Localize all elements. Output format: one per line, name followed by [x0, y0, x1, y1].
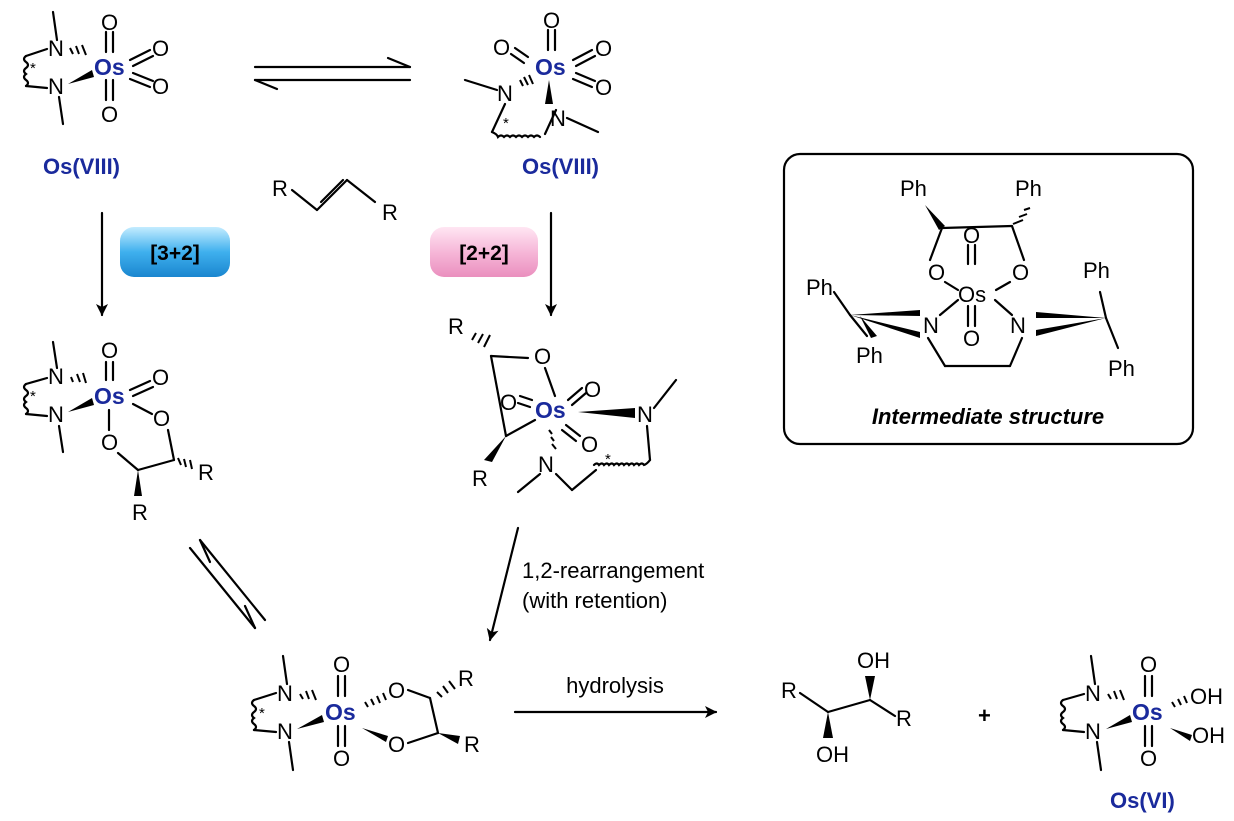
cycloaddition-22-text: [2+2] — [459, 242, 509, 265]
oxygen-atom: O — [152, 365, 169, 390]
phenyl-group: Ph — [1108, 356, 1135, 381]
nitrogen-atom: N — [637, 402, 653, 427]
osmium-atom: Os — [535, 54, 566, 80]
oxygen-atom: O — [1140, 652, 1157, 677]
rearrangement-label-line2: (with retention) — [522, 588, 668, 613]
nitrogen-atom: N — [1085, 719, 1101, 744]
osmium-atom: Os — [535, 397, 566, 423]
r-group: R — [448, 314, 464, 339]
oxygen-atom: O — [1140, 746, 1157, 771]
oxygen-atom: O — [500, 390, 517, 415]
diol-product: R R OH OH — [781, 648, 912, 767]
nitrogen-atom: N — [550, 106, 566, 131]
os-vi-label: Os(VI) — [1110, 788, 1175, 813]
r-group: R — [472, 466, 488, 491]
oxygen-atom: O — [101, 338, 118, 363]
stereo-star: * — [503, 115, 509, 132]
hydroxyl-group: OH — [1192, 723, 1225, 748]
oxygen-atom: O — [101, 102, 118, 127]
stereo-star: * — [30, 60, 36, 77]
hydroxyl-group: OH — [857, 648, 890, 673]
oxygen-atom: O — [333, 652, 350, 677]
phenyl-group: Ph — [900, 176, 927, 201]
nitrogen-atom: N — [48, 36, 64, 61]
oxygen-atom: O — [333, 746, 350, 771]
stereo-star: * — [30, 388, 36, 405]
osvi-complex: N N Os O O OH OH — [1059, 652, 1225, 772]
r-group: R — [198, 460, 214, 485]
oxygen-atom: O — [1012, 260, 1029, 285]
nitrogen-atom: N — [48, 402, 64, 427]
nitrogen-atom: N — [1085, 681, 1101, 706]
oxygen-atom: O — [388, 732, 405, 757]
phenyl-group: Ph — [806, 275, 833, 300]
r-group: R — [272, 176, 288, 201]
nitrogen-atom: N — [538, 452, 554, 477]
nitrogen-atom: N — [1010, 313, 1026, 338]
rearrangement-label-line1: 1,2-rearrangement — [522, 558, 704, 583]
osmium-atom: Os — [958, 282, 986, 307]
nitrogen-atom: N — [48, 364, 64, 389]
osmium-atom: Os — [94, 383, 125, 409]
phenyl-group: Ph — [856, 343, 883, 368]
osmaoxetane-22: R O Os O O O N * N R — [448, 314, 678, 494]
os-viii-label-right: Os(VIII) — [522, 154, 599, 179]
r-group: R — [896, 706, 912, 731]
osviii-complex-right: Os O O O O N * N — [463, 8, 612, 140]
oxygen-atom: O — [101, 430, 118, 455]
oxygen-atom: O — [101, 10, 118, 35]
cycloaddition-22-badge: [2+2] — [430, 227, 538, 277]
cycloaddition-32-badge: [3+2] — [120, 227, 230, 277]
osviii-complex-left: * N N Os O O O O — [22, 10, 169, 127]
plus-sign: + — [978, 703, 991, 728]
r-group: R — [458, 666, 474, 691]
phenyl-group: Ph — [1015, 176, 1042, 201]
hydroxyl-group: OH — [816, 742, 849, 767]
phenyl-group: Ph — [1083, 258, 1110, 283]
osmate-ester-final: * N N Os O O O O R R — [250, 652, 480, 772]
equilibrium-arrows-diagonal — [188, 538, 267, 630]
oxygen-atom: O — [534, 344, 551, 369]
equilibrium-arrows-top — [253, 56, 412, 91]
hydroxyl-group: OH — [1190, 684, 1223, 709]
os-viii-label-left: Os(VIII) — [43, 154, 120, 179]
oxygen-atom: O — [581, 432, 598, 457]
osmium-atom: Os — [94, 54, 125, 80]
oxygen-atom: O — [963, 223, 980, 248]
oxygen-atom: O — [595, 75, 612, 100]
nitrogen-atom: N — [277, 719, 293, 744]
nitrogen-atom: N — [48, 74, 64, 99]
stereo-star: * — [605, 451, 611, 468]
oxygen-atom: O — [928, 260, 945, 285]
r-group: R — [132, 500, 148, 525]
osmium-atom: Os — [325, 699, 356, 725]
oxygen-atom: O — [584, 377, 601, 402]
oxygen-atom: O — [388, 678, 405, 703]
stereo-star: * — [259, 705, 265, 722]
hydrolysis-label: hydrolysis — [566, 673, 664, 698]
r-group: R — [382, 200, 398, 225]
r-group: R — [464, 732, 480, 757]
osmium-atom: Os — [1132, 699, 1163, 725]
intermediate-structure-box: Ph Ph O O O Os O N N Ph Ph Ph — [782, 152, 1195, 446]
cycloaddition-32-text: [3+2] — [150, 242, 200, 265]
intermediate-caption: Intermediate structure — [872, 404, 1104, 429]
nitrogen-atom: N — [923, 313, 939, 338]
rearrangement-arrow — [486, 526, 520, 642]
osmate-ester-32: * N N Os O O O O R R — [22, 338, 214, 525]
r-group: R — [781, 678, 797, 703]
nitrogen-atom: N — [497, 81, 513, 106]
oxygen-atom: O — [152, 74, 169, 99]
oxygen-atom: O — [963, 326, 980, 351]
alkene-substrate: R R — [272, 176, 398, 225]
oxygen-atom: O — [595, 36, 612, 61]
oxygen-atom: O — [153, 406, 170, 431]
nitrogen-atom: N — [277, 681, 293, 706]
oxygen-atom: O — [543, 8, 560, 33]
oxygen-atom: O — [493, 35, 510, 60]
oxygen-atom: O — [152, 36, 169, 61]
